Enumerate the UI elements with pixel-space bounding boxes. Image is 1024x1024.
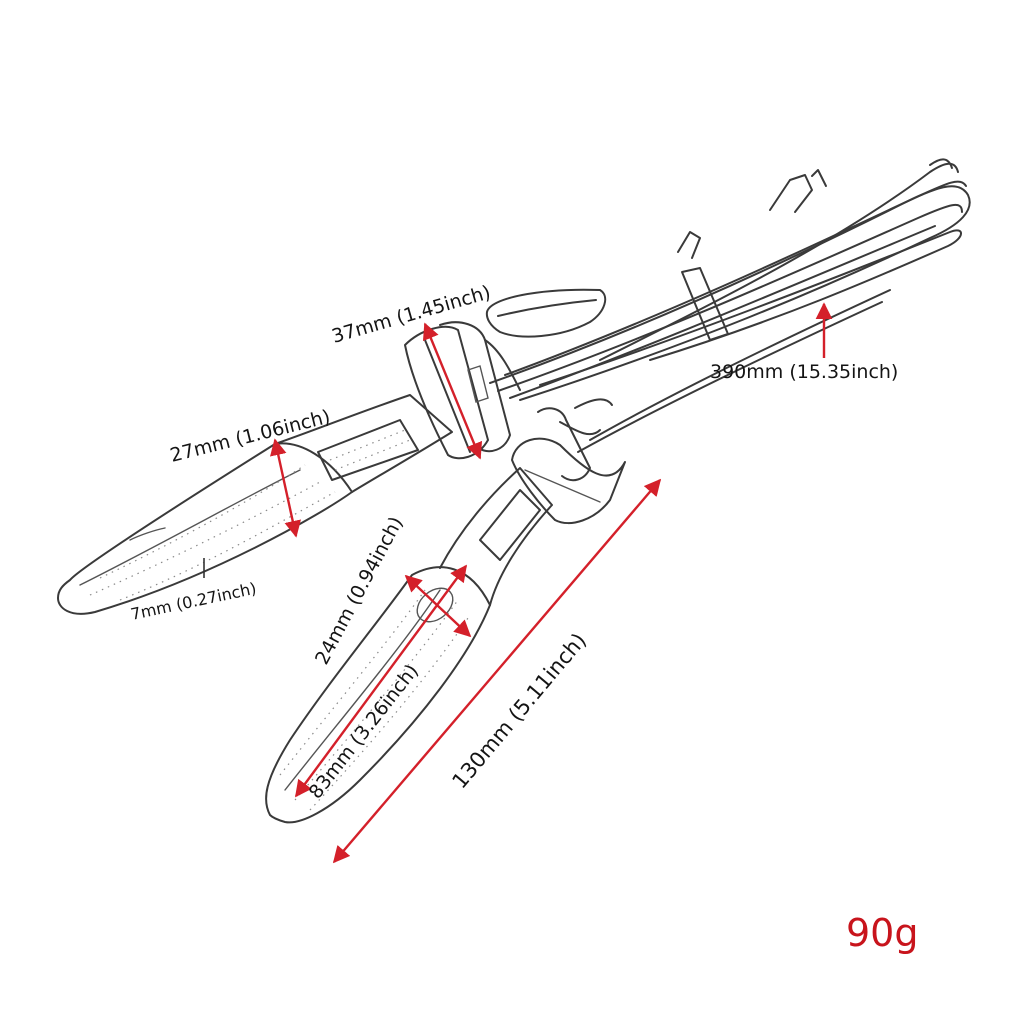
overall-length-arrow xyxy=(332,478,662,864)
weight-label: 90g xyxy=(846,911,918,955)
tip-height-label: 7mm (0.27inch) xyxy=(129,579,258,624)
wire-harness xyxy=(485,158,971,453)
overall-length-label: 130mm (5.11inch) xyxy=(447,629,591,794)
upper-indicator xyxy=(57,321,521,615)
mount-width-arrow xyxy=(422,322,483,460)
harness-length-label: 390mm (15.35inch) xyxy=(710,361,898,383)
dimension-lines xyxy=(203,302,833,864)
lens-height-arrow xyxy=(270,438,301,538)
mount-width-label: 37mm (1.45inch) xyxy=(329,281,493,347)
lens-length-arrow xyxy=(295,564,467,798)
lens-height-label: 27mm (1.06inch) xyxy=(168,406,333,467)
lens-width-arrow xyxy=(404,574,472,638)
lower-indicator xyxy=(265,398,626,824)
